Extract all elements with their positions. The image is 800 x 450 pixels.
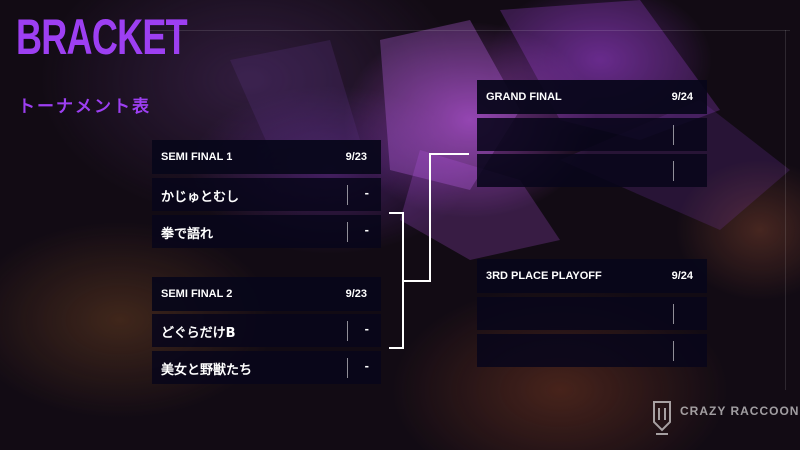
match-header: GRAND FINAL 9/24 <box>477 80 707 114</box>
team-slot[interactable]: かじゅとむし - <box>152 178 381 211</box>
match-name: GRAND FINAL <box>486 91 562 103</box>
match-header: SEMI FINAL 1 9/23 <box>152 140 381 174</box>
team-slot[interactable]: どぐらだけB - <box>152 314 381 347</box>
logo-text: CRAZY RACCOON CUP <box>680 404 800 418</box>
bracket-connector-sf1-bottom <box>389 347 404 349</box>
team-name: どぐらだけB <box>161 326 236 341</box>
match-name: SEMI FINAL 2 <box>161 288 233 300</box>
team-slot[interactable]: 拳で語れ - <box>152 215 381 248</box>
team-score: - <box>364 222 369 237</box>
bracket-connector-vertical <box>402 212 404 349</box>
team-slot[interactable] <box>477 154 707 187</box>
score-divider <box>673 341 674 361</box>
team-slot[interactable] <box>477 297 707 330</box>
team-score: - <box>364 358 369 373</box>
match-date: 9/23 <box>345 151 367 163</box>
score-divider <box>347 321 348 341</box>
team-slot[interactable] <box>477 334 707 367</box>
page-title: BRACKET <box>16 9 188 65</box>
bracket-connector-mid <box>404 280 430 282</box>
team-slot[interactable]: 美女と野獣たち - <box>152 351 381 384</box>
bracket-connector-up <box>429 153 431 282</box>
match-semi-final-1: SEMI FINAL 1 9/23 かじゅとむし - 拳で語れ - <box>152 140 381 248</box>
team-score: - <box>364 185 369 200</box>
match-date: 9/24 <box>671 91 693 103</box>
match-grand-final: GRAND FINAL 9/24 <box>477 80 707 188</box>
score-divider <box>347 358 348 378</box>
team-name: 拳で語れ <box>161 227 214 242</box>
team-slot[interactable] <box>477 118 707 151</box>
cr-emblem-icon <box>650 400 674 442</box>
match-semi-final-2: SEMI FINAL 2 9/23 どぐらだけB - 美女と野獣たち - <box>152 277 381 385</box>
match-name: 3RD PLACE PLAYOFF <box>486 270 602 282</box>
score-divider <box>673 161 674 181</box>
match-date: 9/24 <box>671 270 693 282</box>
team-name: かじゅとむし <box>161 190 240 205</box>
page-subtitle: トーナメント表 <box>18 97 151 117</box>
match-third-place: 3RD PLACE PLAYOFF 9/24 <box>477 259 707 367</box>
match-header: SEMI FINAL 2 9/23 <box>152 277 381 311</box>
team-name: 美女と野獣たち <box>161 363 253 378</box>
bracket-connector-sf1-top <box>389 212 404 214</box>
score-divider <box>347 185 348 205</box>
score-divider <box>673 304 674 324</box>
team-score: - <box>364 321 369 336</box>
match-header: 3RD PLACE PLAYOFF 9/24 <box>477 259 707 293</box>
score-divider <box>673 125 674 145</box>
bracket-connector-to-final <box>429 153 469 155</box>
score-divider <box>347 222 348 242</box>
match-name: SEMI FINAL 1 <box>161 151 233 163</box>
match-date: 9/23 <box>345 288 367 300</box>
